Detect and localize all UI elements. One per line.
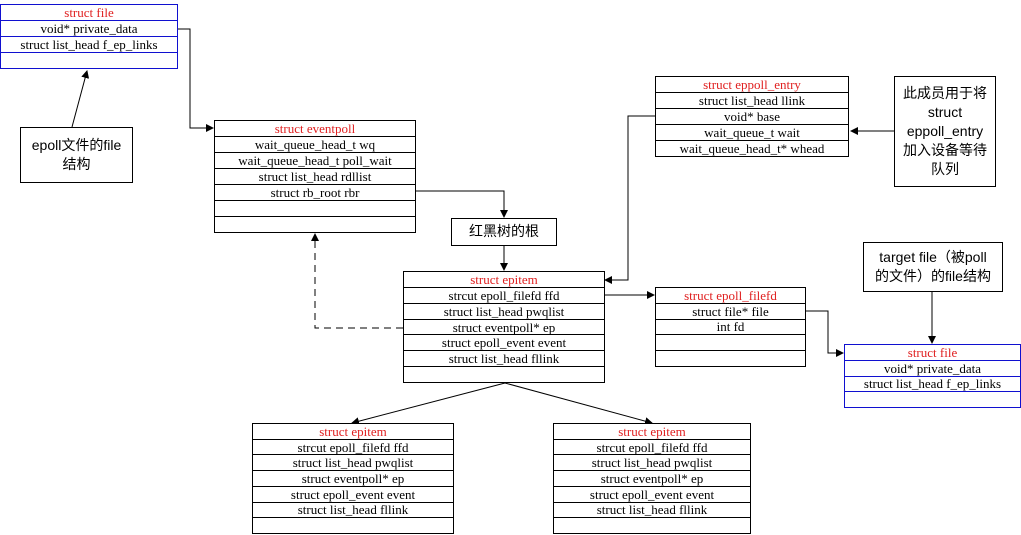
struct-epitem-main: struct epitem strcut epoll_filefd ffd st…	[403, 271, 605, 383]
struct-field: struct list_head fllink	[554, 501, 750, 518]
struct-epitem-left: struct epitem strcut epoll_filefd ffd st…	[252, 423, 454, 534]
arrow-rbr-to-rbroot	[416, 190, 508, 218]
arrow-epitem-to-right-child	[504, 382, 653, 426]
struct-field: wait_queue_t wait	[656, 124, 848, 140]
struct-title: struct epitem	[470, 272, 538, 287]
struct-field: struct list_head pwqlist	[404, 302, 604, 319]
struct-field: wait_queue_head_t wq	[215, 136, 415, 152]
note-rb-root: 红黑树的根	[451, 218, 557, 246]
arrow-epitem-to-left-child	[351, 382, 506, 426]
struct-epitem-right: struct epitem strcut epoll_filefd ffd st…	[553, 423, 751, 534]
struct-field: struct file* file	[656, 302, 805, 319]
arrow-entry-to-epitem	[604, 115, 655, 284]
struct-eppoll-entry: struct eppoll_entry struct list_head lli…	[655, 76, 849, 157]
struct-epoll-filefd: struct epoll_filefd struct file* file in…	[655, 287, 806, 367]
struct-field: struct epoll_event event	[554, 485, 750, 502]
struct-title: struct eppoll_entry	[703, 77, 801, 92]
note-line: 结构	[62, 156, 91, 172]
struct-field: struct list_head fllink	[404, 350, 604, 366]
note-line: eppoll_entry	[906, 123, 984, 139]
note-line: 加入设备等待	[903, 142, 987, 158]
struct-field: void* private_data	[1, 20, 177, 36]
struct-field: struct list_head pwqlist	[554, 454, 750, 470]
struct-field: wait_queue_head_t* whead	[656, 140, 848, 156]
struct-field: strcut epoll_filefd ffd	[404, 286, 604, 303]
struct-field: struct rb_root rbr	[215, 184, 415, 200]
arrow-file-to-eventpoll	[178, 28, 214, 132]
struct-field	[1, 52, 177, 68]
struct-field: struct list_head f_ep_links	[845, 375, 1020, 392]
note-line: 红黑树的根	[469, 224, 539, 240]
arrow-filefd-to-target	[806, 310, 844, 357]
struct-field	[404, 366, 604, 382]
struct-field	[656, 334, 805, 350]
struct-field	[656, 350, 805, 366]
struct-field: struct list_head pwqlist	[253, 454, 453, 470]
struct-field: struct epoll_event event	[404, 334, 604, 350]
note-line: target file（被poll	[879, 249, 987, 265]
struct-field: struct list_head fllink	[253, 501, 453, 518]
struct-field: int fd	[656, 318, 805, 335]
struct-title: struct epoll_filefd	[684, 288, 777, 303]
struct-field	[845, 391, 1020, 407]
struct-field: struct list_head f_ep_links	[1, 36, 177, 52]
struct-file-epoll: struct file void* private_data struct li…	[0, 4, 178, 69]
struct-title: struct epitem	[618, 424, 686, 439]
struct-field: void* private_data	[845, 359, 1020, 376]
struct-field: struct eventpoll* ep	[554, 470, 750, 486]
struct-field: strcut epoll_filefd ffd	[253, 438, 453, 455]
struct-field: struct eventpoll* ep	[253, 470, 453, 486]
struct-title: struct eventpoll	[274, 121, 356, 136]
struct-field: struct epoll_event event	[253, 485, 453, 502]
arrow-epitem-ep-to-eventpoll	[311, 233, 403, 329]
note-epoll-file: epoll文件的file 结构	[20, 127, 133, 183]
struct-title: struct epitem	[319, 424, 387, 439]
note-line: struct	[927, 104, 963, 120]
struct-field	[215, 200, 415, 216]
struct-eventpoll: struct eventpoll wait_queue_head_t wq wa…	[214, 120, 416, 233]
struct-field	[253, 517, 453, 533]
struct-field: struct list_head llink	[656, 92, 848, 108]
arrow-note-to-file	[71, 70, 90, 128]
struct-field: wait_queue_head_t poll_wait	[215, 152, 415, 168]
struct-title: struct file	[907, 345, 958, 360]
struct-field: strcut epoll_filefd ffd	[554, 438, 750, 455]
struct-field: struct list_head rdllist	[215, 168, 415, 184]
struct-field	[554, 517, 750, 533]
note-line: 队列	[931, 161, 959, 177]
struct-field: void* base	[656, 108, 848, 124]
note-line: epoll文件的file	[31, 137, 122, 153]
struct-title: struct file	[64, 5, 114, 20]
struct-file-target: struct file void* private_data struct li…	[844, 344, 1021, 408]
note-eppoll-entry: 此成员用于将 struct eppoll_entry 加入设备等待 队列	[894, 76, 996, 187]
struct-field: struct eventpoll* ep	[404, 318, 604, 335]
note-target-file: target file（被poll 的文件）的file结构	[863, 242, 1003, 292]
struct-field	[215, 216, 415, 232]
note-line: 的文件）的file结构	[875, 268, 991, 284]
note-line: 此成员用于将	[903, 85, 987, 101]
